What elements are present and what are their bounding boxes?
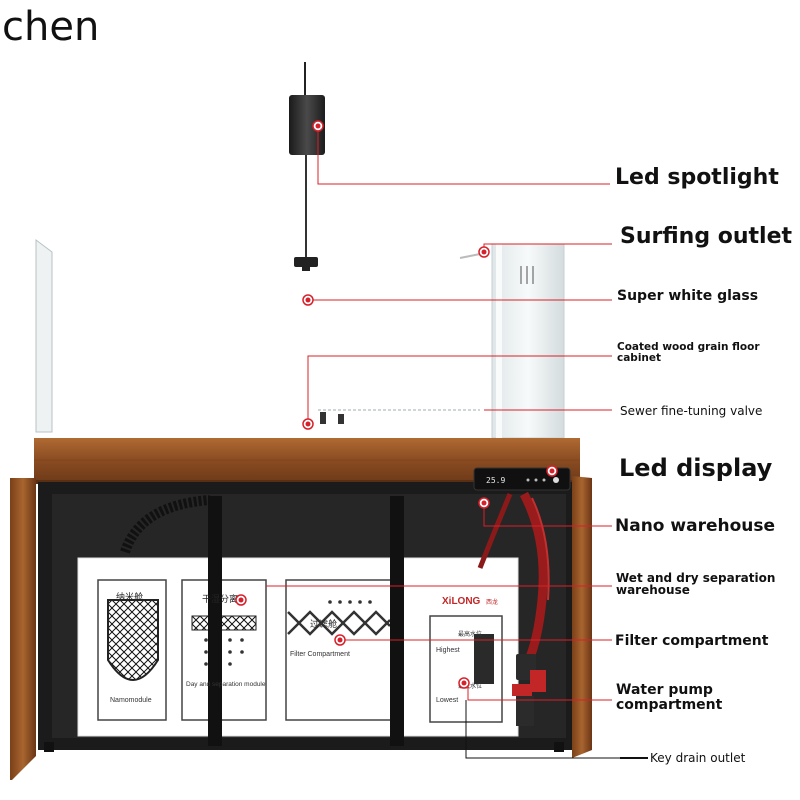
label-key-drain: Key drain outlet xyxy=(650,751,745,765)
overflow-column xyxy=(460,244,564,438)
label-led-spotlight: Led spotlight xyxy=(615,165,779,190)
display-readout: 25.9 xyxy=(486,476,505,485)
label-water-pump: Water pump compartment xyxy=(616,683,756,713)
drywet-en: Day and separation module xyxy=(186,681,266,688)
filter-en: Filter Compartment xyxy=(290,651,350,658)
lowest-en: Lowest xyxy=(436,697,458,704)
cabinet-upright xyxy=(390,496,404,746)
label-surfing-outlet: Surfing outlet xyxy=(620,224,792,249)
filter-cn: 过滤舱 xyxy=(310,618,337,629)
nano-en: Namomodule xyxy=(110,697,152,704)
highest-cn: 最高水位 xyxy=(458,630,482,638)
label-led-display: Led display xyxy=(619,454,772,482)
cabinet-upright xyxy=(208,496,222,746)
label-wood-cabinet: Coated wood grain floor cabinet xyxy=(617,342,787,364)
glass-clip xyxy=(338,414,344,424)
label-sewer-valve: Sewer fine-tuning valve xyxy=(620,404,762,418)
label-wet-dry: Wet and dry separation warehouse xyxy=(616,572,791,596)
glass-clip xyxy=(320,412,326,424)
highest-en: Highest xyxy=(436,647,460,654)
left-glass-pane xyxy=(36,240,52,432)
led-spotlight xyxy=(289,62,325,271)
label-nano-warehouse: Nano warehouse xyxy=(615,516,775,536)
brand-cn: 西龙 xyxy=(486,598,498,606)
brand-logo: XiLONG xyxy=(442,596,481,607)
nano-cn: 纳米舱 xyxy=(116,591,143,602)
label-filter-compartment: Filter compartment xyxy=(615,633,768,649)
label-super-white-glass: Super white glass xyxy=(617,288,758,304)
drywet-cn: 干湿分离 xyxy=(202,593,238,604)
